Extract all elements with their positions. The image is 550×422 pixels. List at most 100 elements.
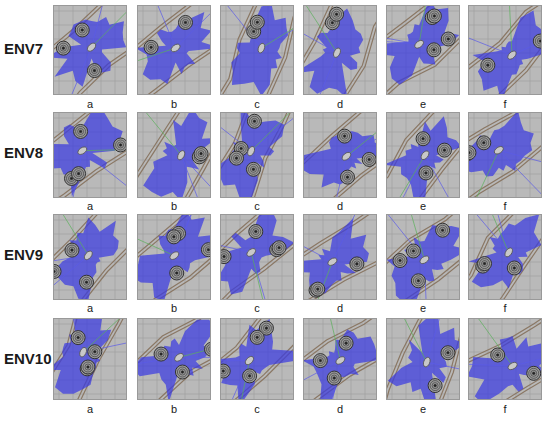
sim-panel xyxy=(220,318,294,400)
grid-line xyxy=(392,214,393,300)
grid-line xyxy=(282,5,283,95)
scan-ray xyxy=(82,151,127,194)
obstacle-body xyxy=(427,43,441,57)
obstacle-body xyxy=(478,257,492,271)
panel-letter: d xyxy=(337,98,343,110)
obstacle-ring xyxy=(278,246,281,249)
obstacle-body xyxy=(411,274,425,288)
wall xyxy=(53,214,124,300)
scan-ray xyxy=(137,112,181,155)
obstacle xyxy=(527,366,541,380)
robot xyxy=(169,250,181,261)
obstacle-body xyxy=(330,7,344,21)
obstacle-ring xyxy=(263,325,269,331)
obstacle-ring xyxy=(69,247,75,253)
obstacle xyxy=(481,58,495,72)
panel-border xyxy=(387,215,460,300)
obstacle-ring xyxy=(482,261,488,267)
laser-scan xyxy=(137,320,211,400)
obstacle xyxy=(53,264,61,278)
obstacle-ring xyxy=(395,256,405,266)
obstacle-ring xyxy=(433,15,436,18)
obstacle xyxy=(441,32,455,46)
panel-border xyxy=(469,6,542,95)
obstacle-ring xyxy=(447,38,450,41)
panel-ground xyxy=(468,214,542,300)
obstacle-body xyxy=(74,124,88,138)
obstacle-ring xyxy=(417,280,420,283)
obstacle-ring xyxy=(235,157,238,160)
obstacle xyxy=(441,346,455,360)
obstacle-ring xyxy=(200,152,203,155)
obstacle-ring xyxy=(431,47,437,53)
obstacle-body xyxy=(416,132,430,146)
grid-line xyxy=(115,112,116,198)
grid-line xyxy=(137,11,211,12)
obstacle xyxy=(201,243,211,257)
robot xyxy=(341,151,353,162)
obstacle-ring xyxy=(356,263,359,266)
obstacle-ring xyxy=(397,258,403,264)
obstacle-ring xyxy=(94,350,97,353)
obstacle-ring xyxy=(75,335,81,341)
scan-ray xyxy=(261,11,294,48)
obstacle-body xyxy=(175,365,189,379)
obstacle-body xyxy=(220,250,231,264)
panel-letter: f xyxy=(503,200,506,212)
obstacle-ring xyxy=(256,21,259,24)
obstacle xyxy=(246,162,260,176)
scan-ray xyxy=(386,214,424,260)
obstacle xyxy=(56,41,70,55)
laser-scan xyxy=(143,112,211,198)
scan-ray xyxy=(468,363,513,366)
obstacle-ring xyxy=(265,327,268,330)
obstacle-ring xyxy=(73,333,83,343)
obstacle xyxy=(339,336,353,350)
grid-line xyxy=(115,5,116,95)
obstacle-ring xyxy=(177,367,187,377)
obstacle-body xyxy=(441,32,455,46)
robot xyxy=(78,346,88,358)
scan-ray xyxy=(308,262,333,300)
obstacle-ring xyxy=(71,249,74,252)
obstacle-ring xyxy=(529,368,539,378)
obstacle-ring xyxy=(93,69,96,72)
laser-scan xyxy=(386,116,460,198)
grid-line xyxy=(468,290,542,291)
robot xyxy=(83,250,94,262)
obstacle-body xyxy=(80,275,94,289)
obstacle-ring xyxy=(332,9,342,19)
obstacle-body xyxy=(220,364,230,378)
obstacle xyxy=(491,348,505,362)
scan-ray xyxy=(179,357,211,358)
scan-ray xyxy=(179,340,211,358)
obstacle-body xyxy=(340,170,354,184)
obstacle-ring xyxy=(171,234,177,240)
laser-scan xyxy=(231,5,288,95)
obstacle-ring xyxy=(511,265,517,271)
wall xyxy=(303,127,377,198)
sim-panel xyxy=(303,318,377,400)
obstacle xyxy=(87,64,101,78)
obstacle-body xyxy=(56,41,70,55)
sim-panel xyxy=(137,112,211,198)
obstacle-ring xyxy=(412,250,415,253)
scan-ray xyxy=(395,318,427,362)
obstacle xyxy=(416,132,430,146)
obstacle-ring xyxy=(254,19,260,25)
scan-ray xyxy=(332,214,362,262)
grid-line xyxy=(53,11,127,12)
obstacle xyxy=(243,369,257,383)
obstacle-ring xyxy=(256,336,259,339)
obstacle xyxy=(350,257,364,271)
obstacle xyxy=(330,7,344,21)
obstacle-ring xyxy=(425,172,428,175)
panel-letter: a xyxy=(87,403,93,415)
obstacle-body xyxy=(533,34,542,48)
obstacle-ring xyxy=(182,19,188,25)
sim-panel xyxy=(137,318,211,400)
panel-letter: b xyxy=(171,98,177,110)
scan-ray xyxy=(405,214,424,260)
robot xyxy=(170,43,182,54)
panel-letter: c xyxy=(254,403,260,415)
